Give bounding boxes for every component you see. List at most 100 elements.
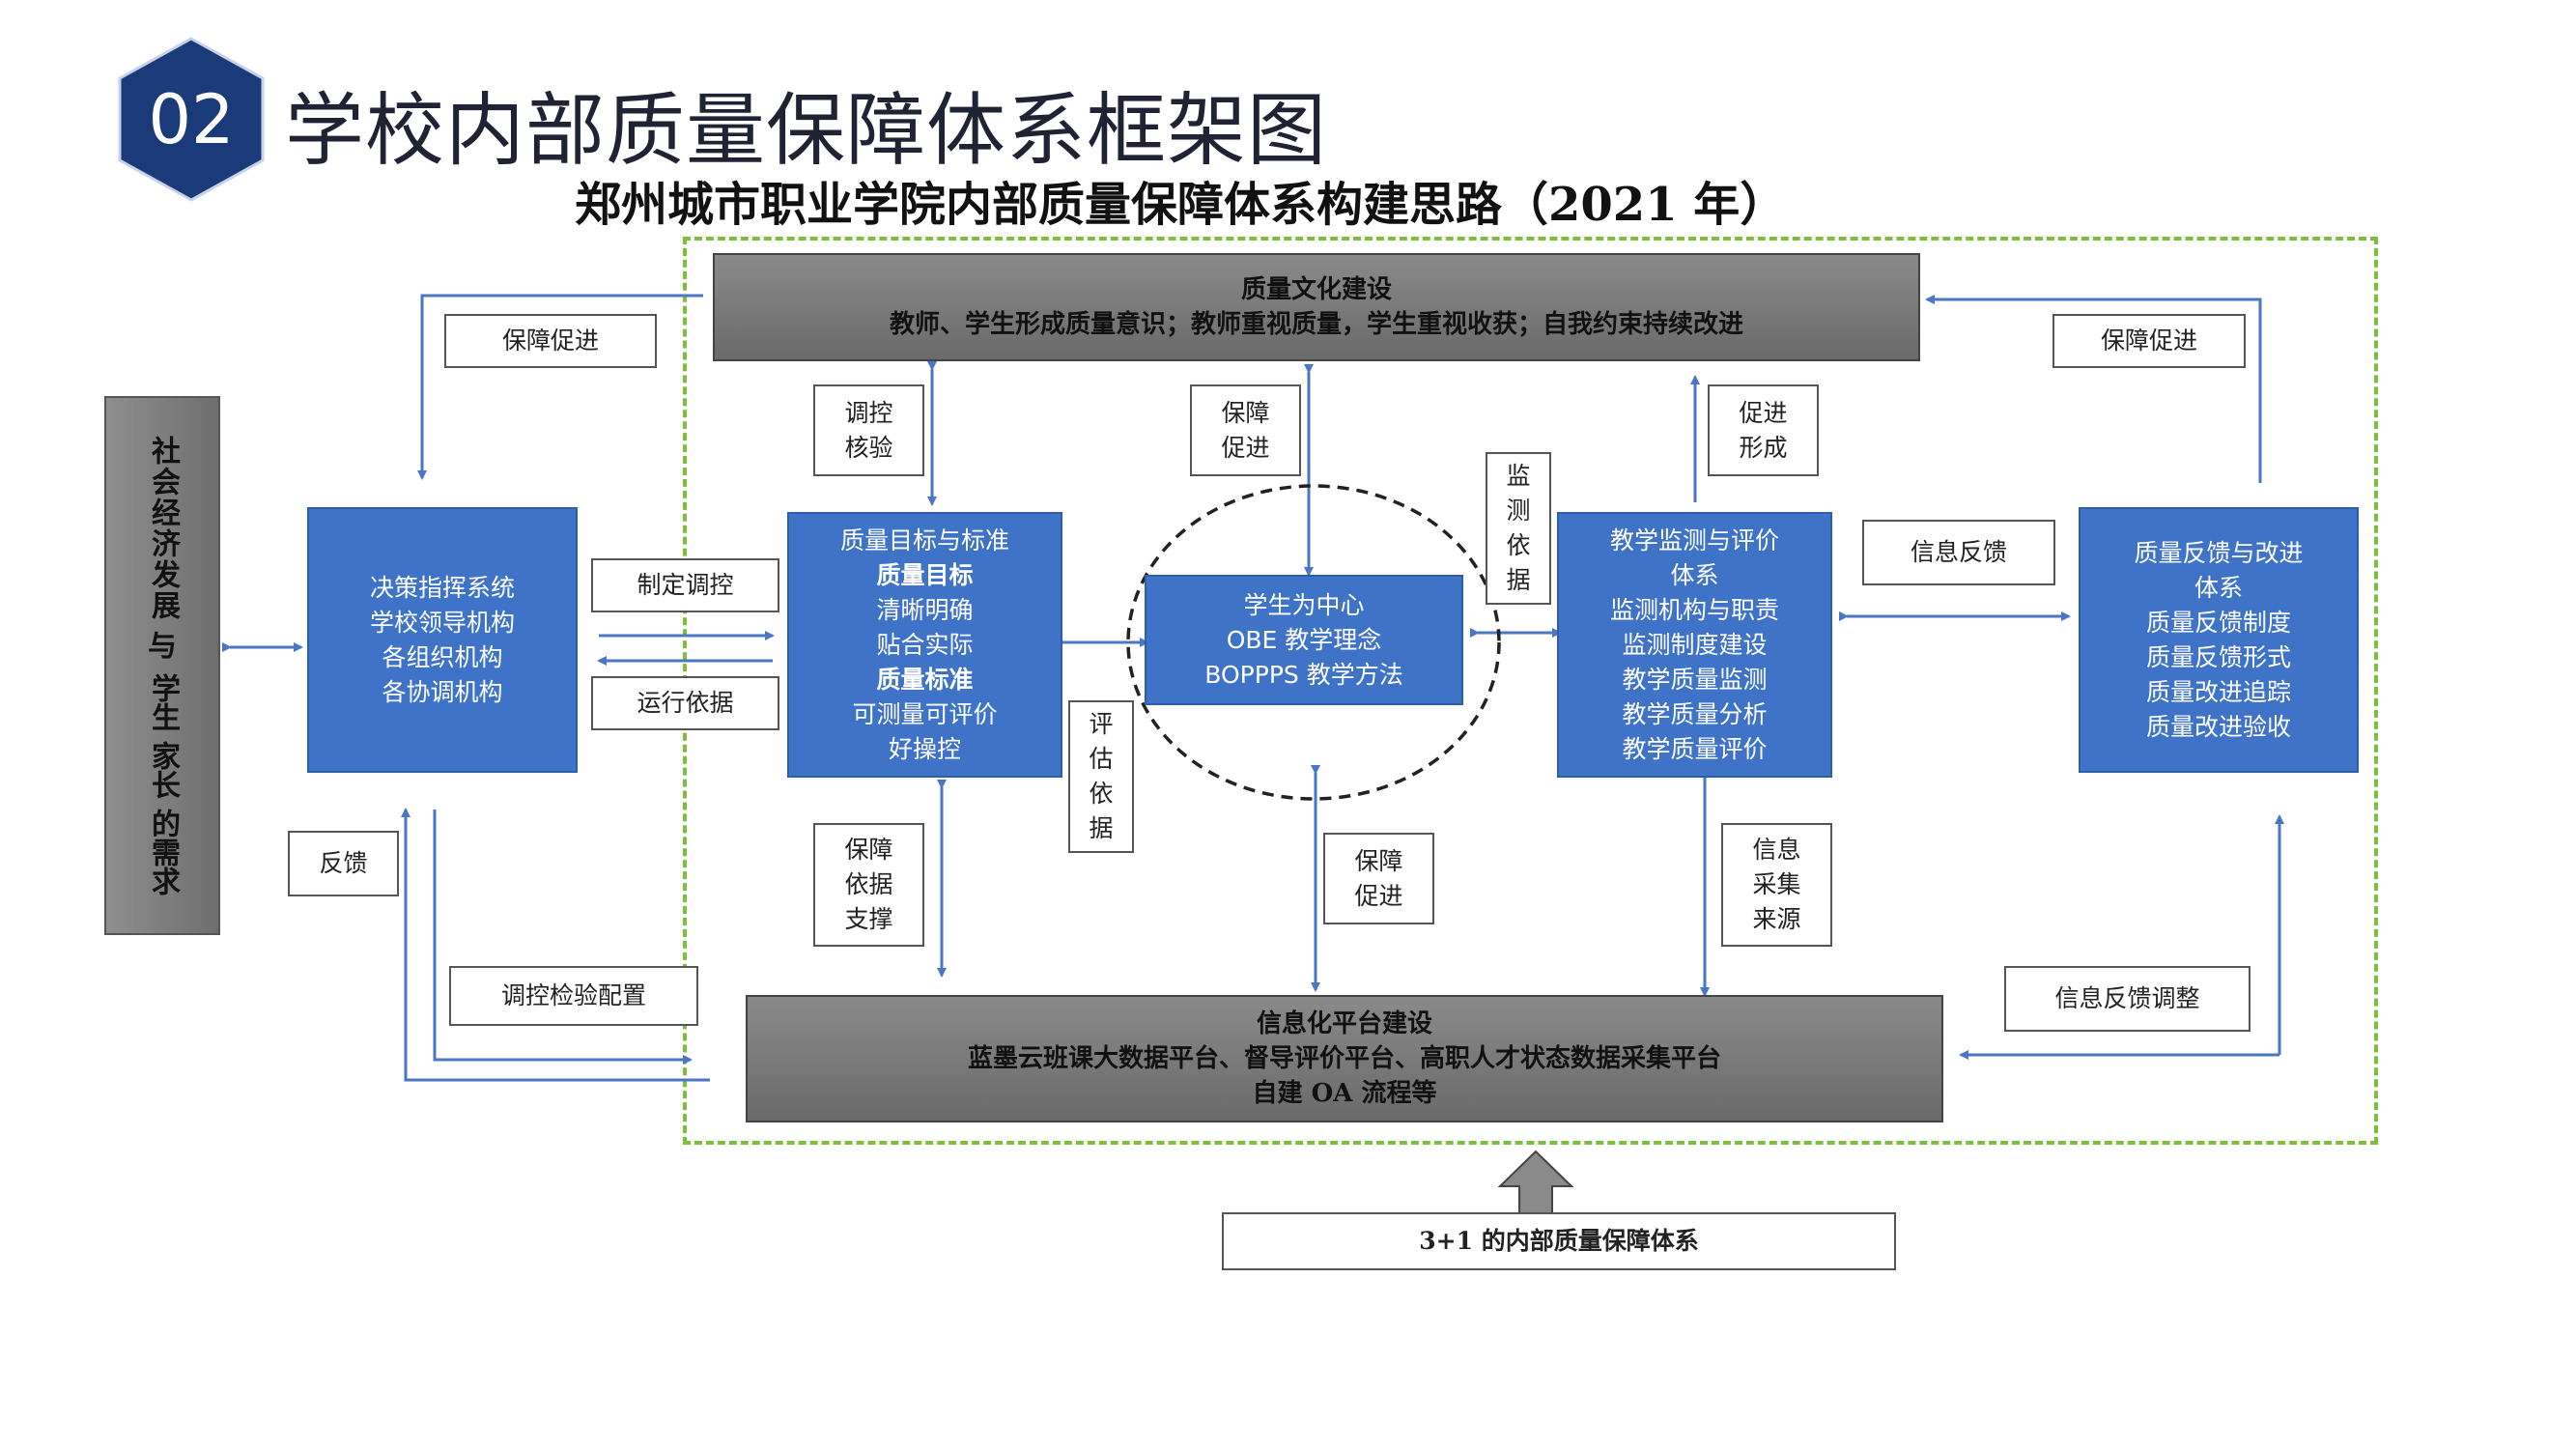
feedback-line: 质量反馈与改进 xyxy=(2134,538,2304,567)
arrow-feedback-culture xyxy=(1925,295,2262,483)
label-text: 保障促进 xyxy=(501,327,599,355)
label-text: 保障促进 xyxy=(2100,327,2197,355)
monitor-line: 体系 xyxy=(1670,560,1719,589)
label-operation-basis: 运行依据 xyxy=(591,676,779,730)
label-text: 形成 xyxy=(1739,433,1788,462)
info-platform-text-2: 自建 OA 流程等 xyxy=(1252,1079,1437,1108)
big-up-arrow xyxy=(1497,1150,1574,1216)
info-platform-box: 信息化平台建设 蓝墨云班课大数据平台、督导评价平台、高职人才状态数据采集平台 自… xyxy=(746,995,1943,1122)
label-text: 保障 xyxy=(844,836,893,864)
society-needs-line: 与 xyxy=(148,630,177,664)
label-text: 制定调控 xyxy=(637,571,734,599)
label-text: 反馈 xyxy=(319,849,368,877)
society-needs-bar: 社会经济发展 与 学生 家长 的需求 xyxy=(104,396,220,935)
label-text: 促进 xyxy=(1221,433,1270,462)
decision-line: 学校领导机构 xyxy=(369,608,515,637)
label-text: 依 xyxy=(1089,780,1114,808)
target-line: 质量目标 xyxy=(876,560,974,589)
label-support: 保障 依据 支撑 xyxy=(813,823,924,947)
target-line: 可测量可评价 xyxy=(852,699,998,728)
label-guarantee-right: 保障促进 xyxy=(2052,314,2246,368)
label-text: 保障 xyxy=(1354,846,1403,875)
diagram-title: 郑州城市职业学院内部质量保障体系构建思路（2021 年） xyxy=(575,178,1787,232)
target-line: 质量目标与标准 xyxy=(839,526,1009,554)
label-guarantee-left: 保障促进 xyxy=(444,314,657,368)
label-text: 监 xyxy=(1506,462,1531,490)
label-text: 调控检验配置 xyxy=(500,981,646,1009)
label-text: 采集 xyxy=(1752,870,1801,898)
hexagon-badge xyxy=(118,37,265,202)
label-eval-basis: 评 估 依 据 xyxy=(1068,700,1134,853)
arrow-decision-platform xyxy=(433,810,693,1065)
label-text: 测 xyxy=(1506,497,1531,525)
label-monitor-basis: 监 测 依 据 xyxy=(1486,452,1551,605)
decision-line: 决策指挥系统 xyxy=(369,573,515,602)
decision-line: 各协调机构 xyxy=(382,677,503,706)
student-center-box: 学生为中心 OBE 教学理念 BOPPPS 教学方法 xyxy=(1145,575,1463,705)
teaching-monitor-box: 教学监测与评价 体系 监测机构与职责 监测制度建设 教学质量监测 教学质量分析 … xyxy=(1557,512,1832,778)
label-text: 信息反馈调整 xyxy=(2054,984,2200,1012)
label-text: 保障 xyxy=(1221,398,1270,427)
three-plus-one-box: 3+1 的内部质量保障体系 xyxy=(1222,1212,1896,1270)
monitor-line: 教学质量分析 xyxy=(1622,699,1768,728)
monitor-line: 监测机构与职责 xyxy=(1609,595,1779,624)
label-guarantee-bottom: 保障 促进 xyxy=(1323,833,1434,924)
label-adjust-config: 调控检验配置 xyxy=(449,966,698,1026)
label-adjust-verify: 调控 核验 xyxy=(813,384,924,476)
label-info-feedback: 信息反馈 xyxy=(1862,520,2055,585)
quality-culture-title: 质量文化建设 xyxy=(1240,275,1392,304)
label-text: 信息 xyxy=(1752,836,1801,864)
feedback-line: 质量改进追踪 xyxy=(2145,677,2291,706)
label-text: 核验 xyxy=(844,433,893,462)
label-promote-form: 促进 形成 xyxy=(1708,384,1819,476)
target-line: 质量标准 xyxy=(876,665,974,694)
target-line: 清晰明确 xyxy=(876,595,974,624)
target-line: 好操控 xyxy=(888,734,961,763)
label-text: 评 xyxy=(1089,710,1114,738)
label-text: 估 xyxy=(1089,745,1114,773)
label-text: 据 xyxy=(1089,814,1114,842)
label-text: 促进 xyxy=(1354,881,1403,910)
arrow-culture-decision xyxy=(417,294,703,480)
center-line: OBE 教学理念 xyxy=(1226,625,1382,654)
center-circle xyxy=(1126,484,1501,801)
info-platform-text: 蓝墨云班课大数据平台、督导评价平台、高职人才状态数据采集平台 xyxy=(967,1044,1721,1073)
page-title: 学校内部质量保障体系框架图 xyxy=(285,85,1328,177)
label-text: 据 xyxy=(1506,566,1531,594)
center-line: BOPPPS 教学方法 xyxy=(1204,660,1403,689)
society-needs-line: 家长 xyxy=(146,741,180,799)
monitor-line: 教学质量监测 xyxy=(1622,665,1768,694)
label-formulate-control: 制定调控 xyxy=(591,558,779,612)
label-text: 依据 xyxy=(844,870,893,898)
label-text: 3+1 的内部质量保障体系 xyxy=(1419,1227,1699,1255)
decision-line: 各组织机构 xyxy=(382,642,503,671)
info-platform-title: 信息化平台建设 xyxy=(1256,1009,1432,1038)
monitor-line: 监测制度建设 xyxy=(1622,630,1768,659)
quality-culture-text: 教师、学生形成质量意识；教师重视质量，学生重视收获；自我约束持续改进 xyxy=(889,310,1743,339)
feedback-line: 质量反馈制度 xyxy=(2145,608,2291,637)
label-text: 调控 xyxy=(844,398,893,427)
arrow-platform-decision xyxy=(401,808,710,1082)
label-text: 运行依据 xyxy=(637,689,734,717)
label-text: 支撑 xyxy=(844,905,893,933)
label-guarantee-mid: 保障 促进 xyxy=(1190,384,1301,476)
label-text: 依 xyxy=(1506,531,1531,559)
quality-culture-box: 质量文化建设 教师、学生形成质量意识；教师重视质量，学生重视收获；自我约束持续改… xyxy=(713,253,1920,361)
center-line: 学生为中心 xyxy=(1243,590,1365,619)
label-text: 来源 xyxy=(1752,905,1801,933)
feedback-line: 质量反馈形式 xyxy=(2145,642,2291,671)
decision-command-box: 决策指挥系统 学校领导机构 各组织机构 各协调机构 xyxy=(307,507,578,773)
label-info-adjust: 信息反馈调整 xyxy=(2004,966,2250,1032)
feedback-line: 质量改进验收 xyxy=(2145,712,2291,741)
label-text: 信息反馈 xyxy=(1910,538,2007,566)
feedback-line: 体系 xyxy=(2194,573,2243,602)
society-needs-line: 的需求 xyxy=(146,809,180,895)
quality-feedback-box: 质量反馈与改进 体系 质量反馈制度 质量反馈形式 质量改进追踪 质量改进验收 xyxy=(2079,507,2359,773)
society-needs-line: 社会经济发展 xyxy=(146,436,180,621)
section-number: 02 xyxy=(148,79,235,159)
label-text: 促进 xyxy=(1739,398,1788,427)
monitor-line: 教学质量评价 xyxy=(1622,734,1768,763)
label-feedback: 反馈 xyxy=(288,831,399,896)
label-info-source: 信息 采集 来源 xyxy=(1721,823,1832,947)
